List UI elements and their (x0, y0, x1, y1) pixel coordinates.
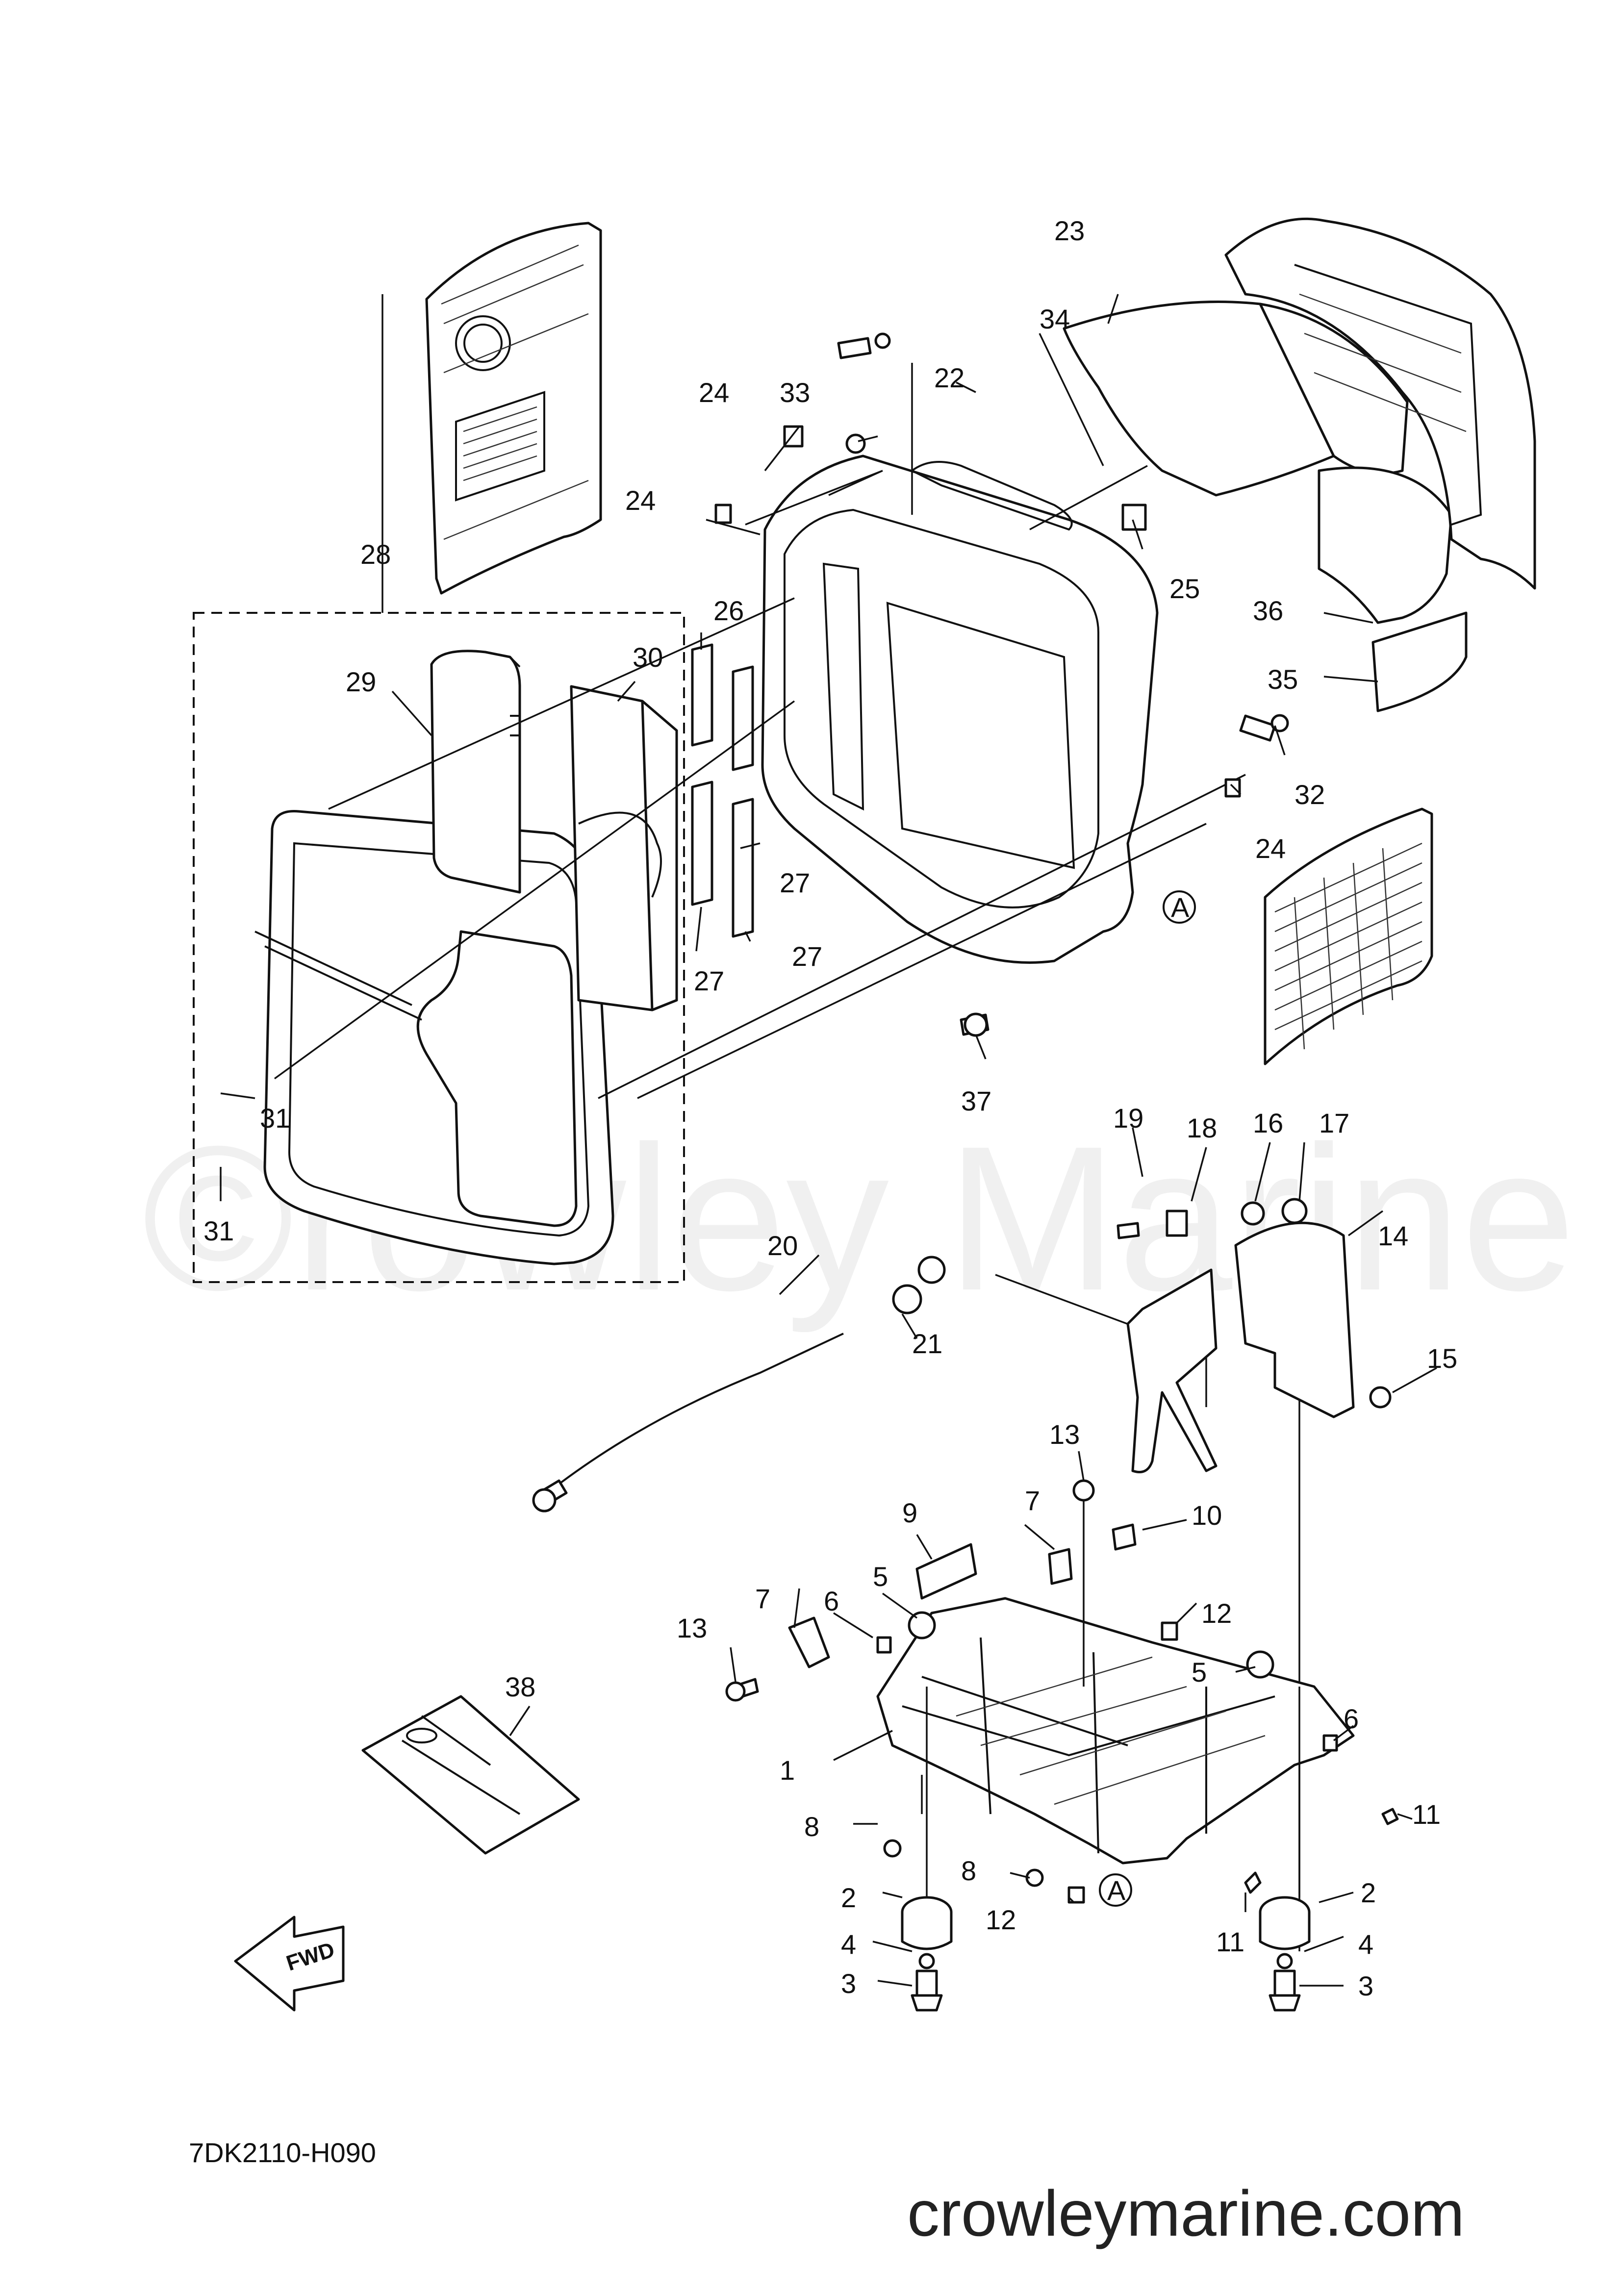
callout-7: 7 (755, 1583, 770, 1614)
callout-34: 34 (1040, 303, 1070, 334)
callout-25: 25 (1169, 573, 1200, 604)
callout-leader-lines (220, 294, 1437, 1987)
reference-marker-a-lower: A (1099, 1873, 1132, 1907)
base-hardware (725, 1479, 1399, 2012)
callout-27: 27 (780, 867, 810, 898)
throttle-cable-and-bracket (532, 1198, 1392, 1513)
side-grille-panel (1264, 807, 1433, 1065)
callout-5: 5 (1192, 1657, 1207, 1688)
callout-6: 6 (824, 1586, 839, 1616)
callout-33: 33 (780, 377, 810, 408)
callout-2: 2 (841, 1882, 856, 1913)
callout-31: 31 (203, 1215, 234, 1246)
seal-strips (691, 643, 754, 938)
callout-36: 36 (1253, 595, 1283, 626)
reference-marker-a-upper: A (1163, 890, 1196, 924)
callout-13: 13 (677, 1613, 707, 1643)
callout-35: 35 (1268, 664, 1298, 695)
assembly-28-dashed-boundary (193, 612, 685, 1283)
callout-31: 31 (260, 1103, 290, 1134)
front-cover-frame (254, 809, 614, 1265)
callout-32: 32 (1294, 779, 1325, 810)
callout-30: 30 (633, 642, 663, 673)
callout-29: 29 (346, 666, 376, 697)
callout-2: 2 (1361, 1877, 1376, 1908)
callout-5: 5 (873, 1561, 888, 1592)
callout-16: 16 (1253, 1108, 1283, 1138)
callout-8: 8 (961, 1855, 976, 1886)
base-frame (876, 1597, 1355, 1865)
side-cover-strips (1318, 466, 1468, 712)
callout-15: 15 (1427, 1343, 1457, 1374)
fwd-arrow-icon: FWD (234, 1916, 345, 2012)
callout-9: 9 (902, 1497, 917, 1528)
callout-11: 11 (1216, 1926, 1244, 1957)
callout-38: 38 (505, 1671, 535, 1702)
diagram-code: 7DK2110-H090 (189, 2137, 376, 2168)
callout-14: 14 (1378, 1220, 1408, 1251)
website-footer: crowleymarine.com (907, 2177, 1465, 2249)
rear-cover-upper-right (1224, 217, 1536, 590)
callout-17: 17 (1319, 1108, 1349, 1138)
top-cover (1063, 301, 1409, 497)
callout-24: 24 (1255, 833, 1286, 864)
callout-26: 26 (713, 595, 744, 626)
callout-7: 7 (1025, 1485, 1040, 1516)
callout-37: 37 (961, 1085, 991, 1116)
callout-11: 11 (1412, 1799, 1441, 1830)
callout-12: 12 (1201, 1598, 1232, 1629)
callout-27: 27 (792, 941, 822, 972)
callout-23: 23 (1054, 215, 1085, 246)
callout-24: 24 (699, 377, 729, 408)
callout-4: 4 (841, 1929, 856, 1960)
svg-text:A: A (1107, 1875, 1126, 1906)
side-cover-panel-upper-left (425, 222, 602, 595)
callout-13: 13 (1049, 1419, 1080, 1450)
callout-21: 21 (912, 1328, 942, 1359)
callout-1: 1 (780, 1755, 795, 1786)
callout-12: 12 (986, 1904, 1016, 1935)
owners-manual-bag (361, 1695, 580, 1855)
callout-24: 24 (625, 485, 656, 516)
svg-text:A: A (1171, 892, 1190, 923)
callout-4: 4 (1358, 1929, 1373, 1960)
air-filter-element (570, 685, 678, 1011)
callout-19: 19 (1113, 1103, 1143, 1134)
callout-27: 27 (694, 965, 724, 996)
callout-6: 6 (1344, 1703, 1359, 1734)
callout-20: 20 (767, 1230, 798, 1261)
callout-18: 18 (1187, 1112, 1217, 1143)
main-housing (761, 454, 1159, 964)
callout-10: 10 (1192, 1500, 1222, 1531)
callout-8: 8 (804, 1811, 819, 1842)
callout-3: 3 (841, 1968, 856, 1999)
callout-22: 22 (934, 362, 964, 393)
callout-28: 28 (360, 539, 391, 570)
air-filter-cover (430, 650, 521, 894)
callout-3: 3 (1358, 1970, 1373, 2001)
